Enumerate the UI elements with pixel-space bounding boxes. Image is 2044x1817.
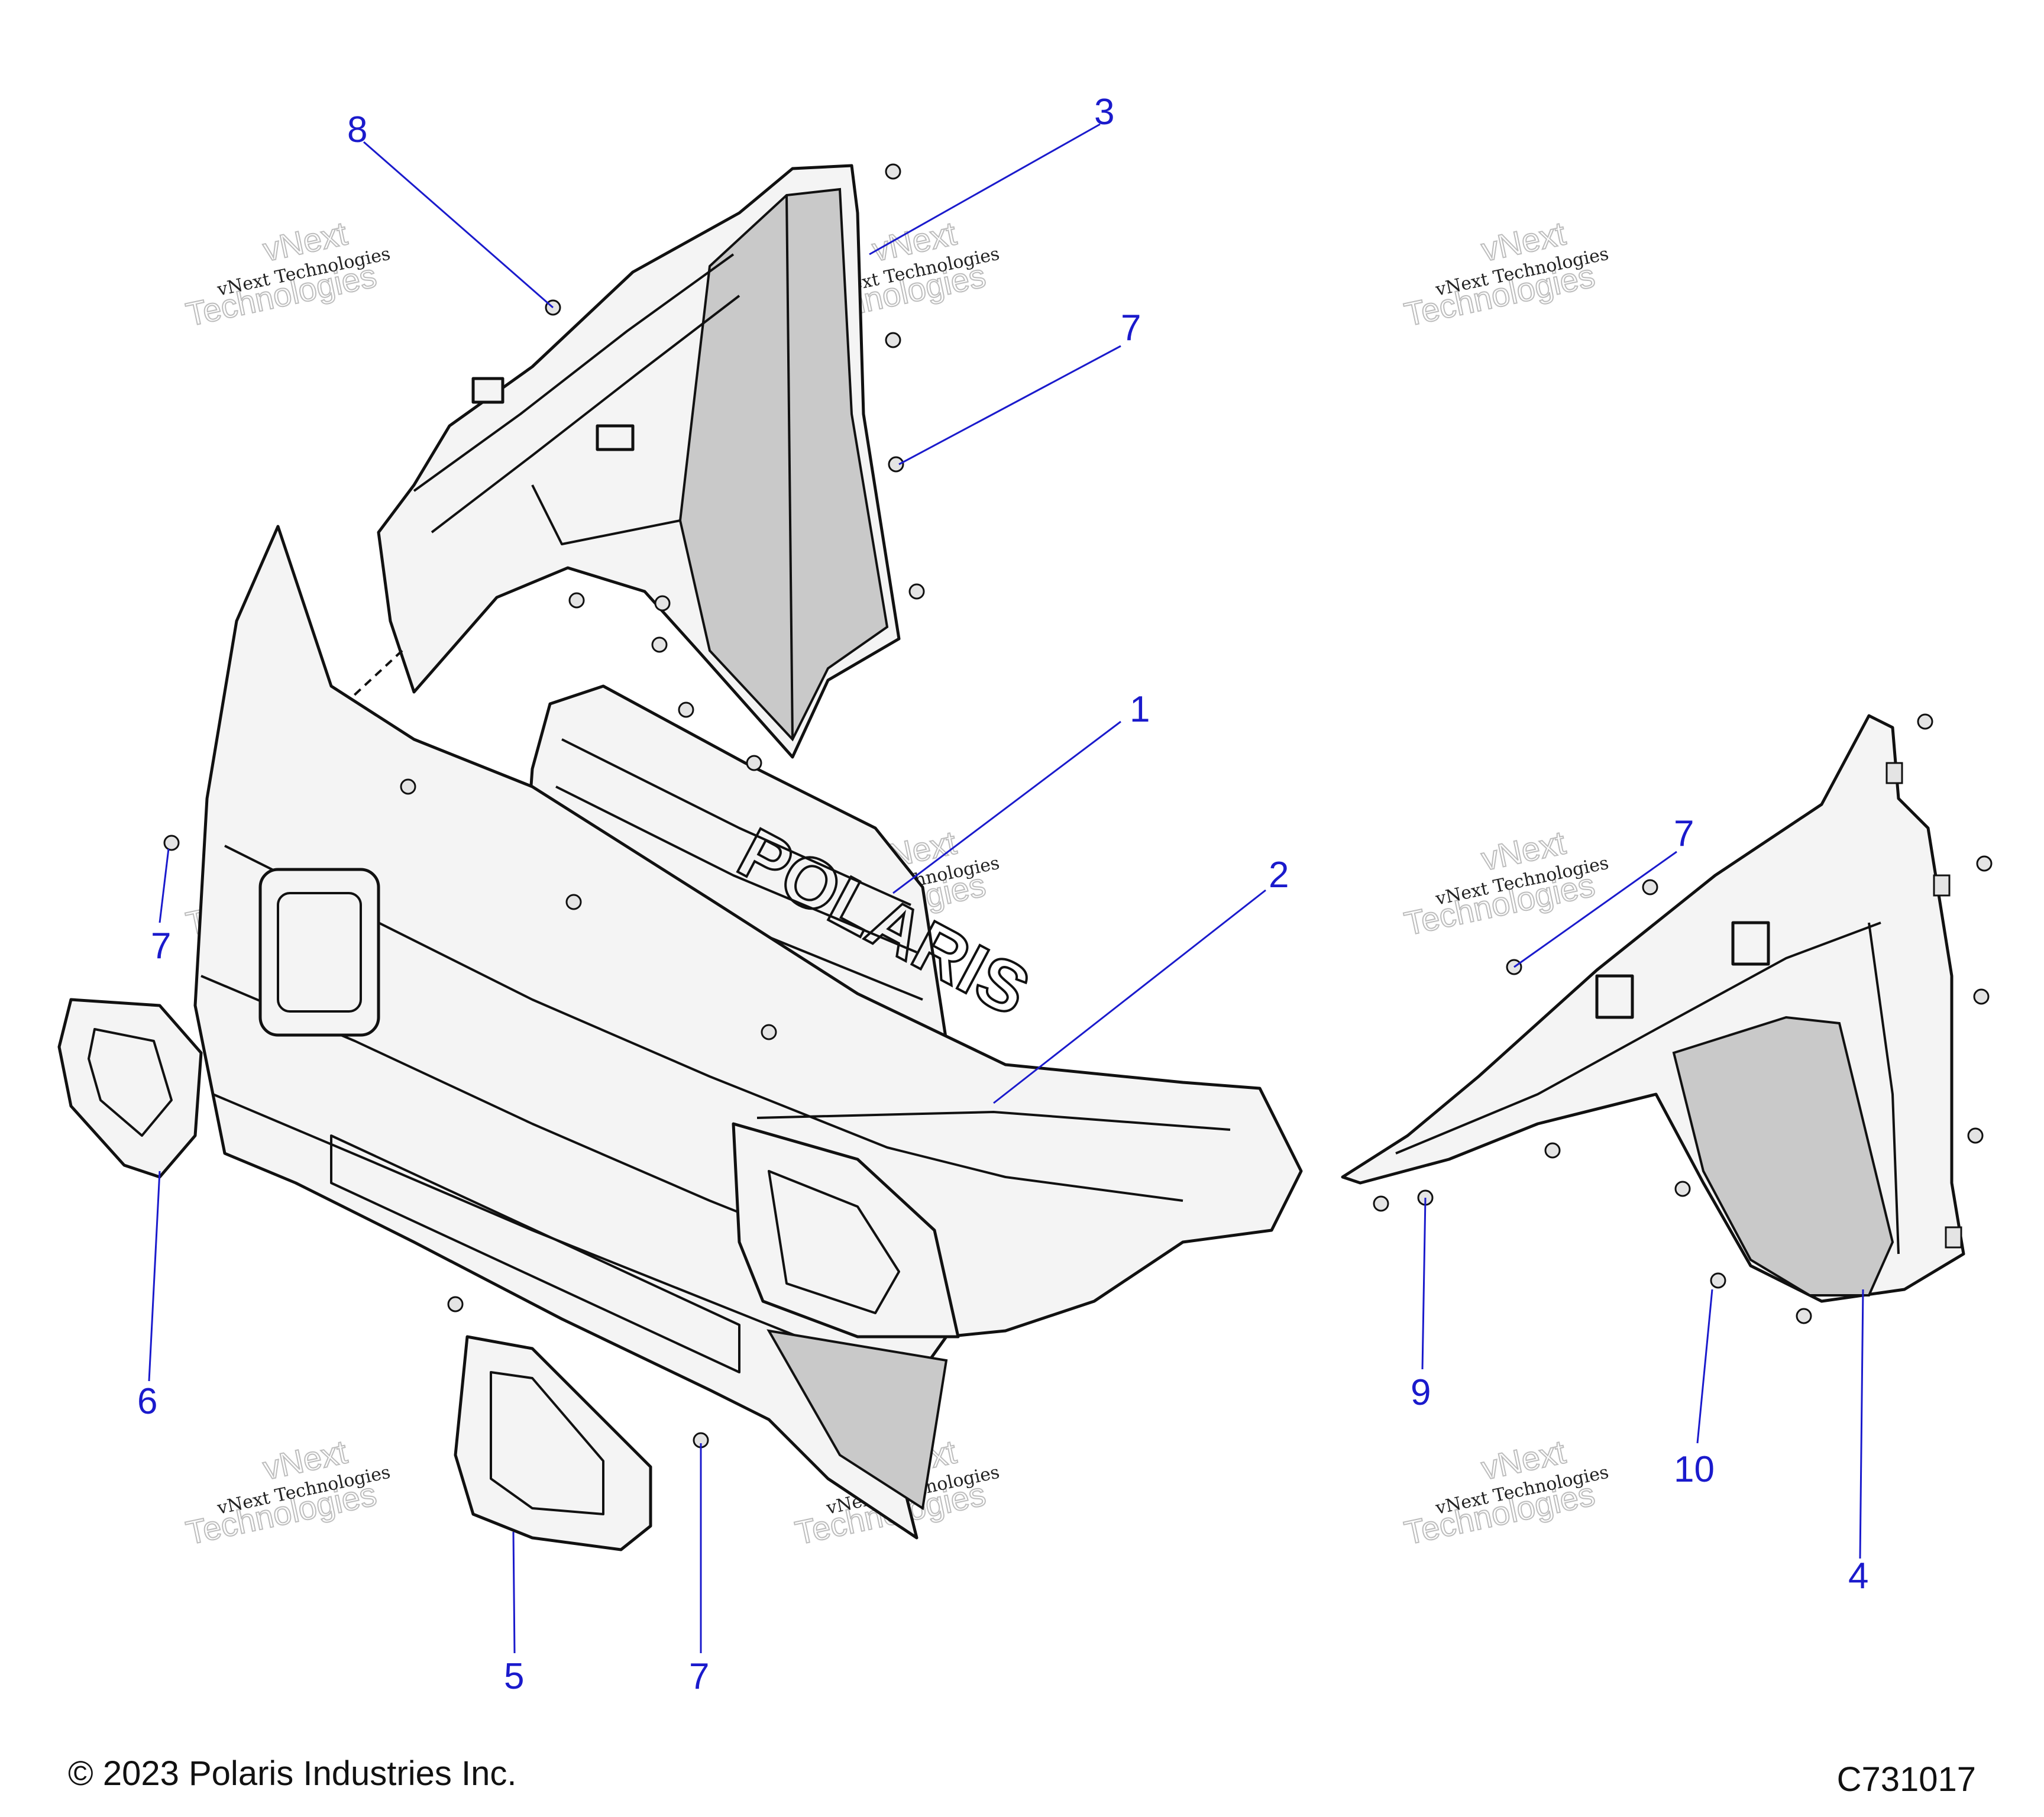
callout-labels: 1 2 3 4 5 6 7 7 7 7 8 9 10 — [137, 92, 1868, 1697]
leader-line-10 — [1696, 1289, 1713, 1444]
fender-tab — [1595, 974, 1634, 1019]
screw-icon — [761, 1024, 777, 1040]
screw-icon — [908, 583, 925, 600]
screw-icon — [885, 163, 901, 180]
screw-icon — [447, 1296, 464, 1312]
watermark: Technologies vNext vNext Technologies — [1401, 1432, 1610, 1552]
leader-line-7a — [898, 345, 1121, 465]
watermark: Technologies vNext vNext Technologies — [1401, 214, 1610, 334]
right-fender-panel — [1341, 714, 1965, 1303]
screw-icon — [888, 456, 904, 473]
callout-5: 5 — [504, 1656, 524, 1697]
leader-line-7c — [1513, 851, 1677, 968]
screw-icon — [1796, 1308, 1812, 1324]
watermark: Technologies vNext vNext Technologies — [1401, 823, 1610, 943]
leader-line-9 — [1421, 1197, 1427, 1370]
screw-icon — [1917, 713, 1933, 730]
callout-3: 3 — [1094, 92, 1114, 132]
callout-4: 4 — [1848, 1556, 1868, 1596]
left-bezel-trim — [57, 998, 203, 1179]
fastener-group — [163, 163, 1993, 1449]
screw-icon — [1674, 1181, 1691, 1197]
screw-icon — [1642, 879, 1658, 895]
left-fog-light-housing — [258, 868, 380, 1037]
callout-7d: 7 — [689, 1656, 709, 1697]
leader-line-7b — [159, 848, 170, 923]
watermark: Technologies vNext vNext Technologies — [182, 1432, 392, 1552]
callout-7c: 7 — [1674, 813, 1694, 854]
callout-9: 9 — [1411, 1372, 1431, 1413]
front-bumper — [193, 525, 1303, 1540]
leader-line-8 — [363, 141, 554, 309]
leader-line-2 — [993, 889, 1266, 1104]
panel-tab — [596, 424, 635, 451]
leader-lines — [148, 123, 1864, 1654]
callout-2: 2 — [1269, 855, 1289, 895]
screw-icon — [678, 701, 694, 718]
fender-tab — [1731, 921, 1770, 966]
callout-1: 1 — [1130, 689, 1150, 730]
clip-nut-icon — [1885, 762, 1903, 784]
right-bezel-trim — [454, 1335, 652, 1551]
screw-icon — [1967, 1127, 1984, 1144]
clip-nut-icon — [1945, 1226, 1962, 1249]
screw-icon — [568, 592, 585, 609]
screw-icon — [651, 636, 668, 653]
leader-line-3 — [869, 123, 1101, 256]
diagram-id: C731017 — [1836, 1760, 1976, 1799]
clip-nut-icon — [1933, 874, 1951, 897]
screw-icon — [565, 894, 582, 910]
screw-icon — [1976, 855, 1993, 872]
callout-6: 6 — [137, 1381, 157, 1422]
screw-icon — [1544, 1142, 1561, 1159]
watermark: Technologies vNext vNext Technologies — [182, 214, 392, 334]
panel-tab — [471, 377, 504, 404]
screw-icon — [400, 778, 416, 795]
screw-icon — [1973, 988, 1990, 1005]
screw-icon — [1373, 1195, 1389, 1212]
copyright-notice: © 2023 Polaris Industries Inc. — [68, 1754, 517, 1793]
upper-fender-panel — [235, 164, 901, 806]
callout-7a: 7 — [1121, 308, 1141, 348]
callout-10: 10 — [1674, 1449, 1715, 1490]
leader-line-5 — [512, 1531, 516, 1654]
callout-8: 8 — [347, 109, 367, 150]
screw-icon — [885, 332, 901, 348]
screw-icon — [163, 835, 180, 851]
screw-icon — [746, 755, 762, 771]
screw-icon — [1710, 1272, 1726, 1289]
screw-icon — [654, 595, 671, 612]
leader-line-4 — [1859, 1289, 1864, 1559]
leader-line-6 — [148, 1171, 161, 1382]
leader-line-1 — [892, 720, 1121, 894]
callout-7b: 7 — [151, 926, 171, 966]
